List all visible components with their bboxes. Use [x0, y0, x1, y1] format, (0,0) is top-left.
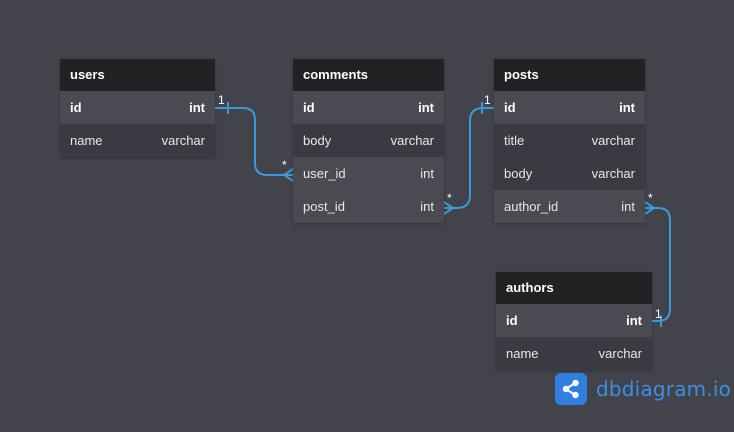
table-header-comments[interactable]: comments — [293, 59, 444, 91]
column-name: title — [504, 133, 525, 148]
connector-posts-comments[interactable] — [444, 107, 494, 209]
share-nodes-icon — [555, 373, 587, 405]
many-marker-comments-post-id — [443, 201, 455, 215]
table-users[interactable]: users id int name varchar — [60, 59, 215, 157]
column-row-posts-id[interactable]: id int — [494, 91, 645, 124]
table-header-users[interactable]: users — [60, 59, 215, 91]
column-type: int — [621, 199, 635, 214]
column-type: varchar — [591, 133, 635, 148]
connector-users-comments[interactable] — [215, 107, 293, 176]
column-row-authors-name[interactable]: name varchar — [496, 337, 652, 370]
column-name: user_id — [303, 166, 346, 181]
column-type: int — [626, 313, 642, 328]
column-name: body — [504, 166, 533, 181]
table-header-authors[interactable]: authors — [496, 272, 652, 304]
column-row-posts-author-id[interactable]: author_id int — [494, 190, 645, 223]
many-marker-comments-user-id — [282, 168, 294, 182]
column-row-comments-user-id[interactable]: user_id int — [293, 157, 444, 190]
column-row-comments-id[interactable]: id int — [293, 91, 444, 124]
column-type: varchar — [598, 346, 642, 361]
column-row-posts-body[interactable]: body varchar — [494, 157, 645, 190]
table-authors[interactable]: authors id int name varchar — [496, 272, 652, 370]
column-name: id — [506, 313, 518, 328]
table-comments[interactable]: comments id int body varchar user_id int… — [293, 59, 444, 223]
column-type: int — [418, 100, 434, 115]
label-one-posts: 1 — [484, 93, 491, 107]
column-row-users-name[interactable]: name varchar — [60, 124, 215, 157]
column-name: name — [506, 346, 539, 361]
column-type: int — [420, 166, 434, 181]
column-name: id — [70, 100, 82, 115]
column-type: varchar — [390, 133, 434, 148]
column-row-comments-post-id[interactable]: post_id int — [293, 190, 444, 223]
column-name: author_id — [504, 199, 559, 214]
table-header-posts[interactable]: posts — [494, 59, 645, 91]
connector-authors-posts[interactable] — [645, 207, 671, 322]
column-name: id — [303, 100, 315, 115]
column-row-posts-title[interactable]: title varchar — [494, 124, 645, 157]
column-row-comments-body[interactable]: body varchar — [293, 124, 444, 157]
table-posts[interactable]: posts id int title varchar body varchar … — [494, 59, 645, 223]
column-row-authors-id[interactable]: id int — [496, 304, 652, 337]
column-type: int — [189, 100, 205, 115]
label-one-users: 1 — [218, 93, 225, 107]
brand-name: dbdiagram.io — [596, 377, 732, 401]
column-type: varchar — [161, 133, 205, 148]
column-name: body — [303, 133, 332, 148]
column-type: int — [420, 199, 434, 214]
label-many-posts-author-id: * — [648, 191, 653, 205]
label-one-authors: 1 — [655, 307, 662, 321]
column-row-users-id[interactable]: id int — [60, 91, 215, 124]
label-many-comments-user-id: * — [282, 158, 287, 172]
many-marker-posts-author-id — [644, 201, 656, 215]
column-name: post_id — [303, 199, 345, 214]
column-name: id — [504, 100, 516, 115]
brand-logo[interactable]: dbdiagram.io — [555, 373, 731, 405]
column-name: name — [70, 133, 103, 148]
column-type: varchar — [591, 166, 635, 181]
column-type: int — [619, 100, 635, 115]
label-many-comments-post-id: * — [447, 191, 452, 205]
